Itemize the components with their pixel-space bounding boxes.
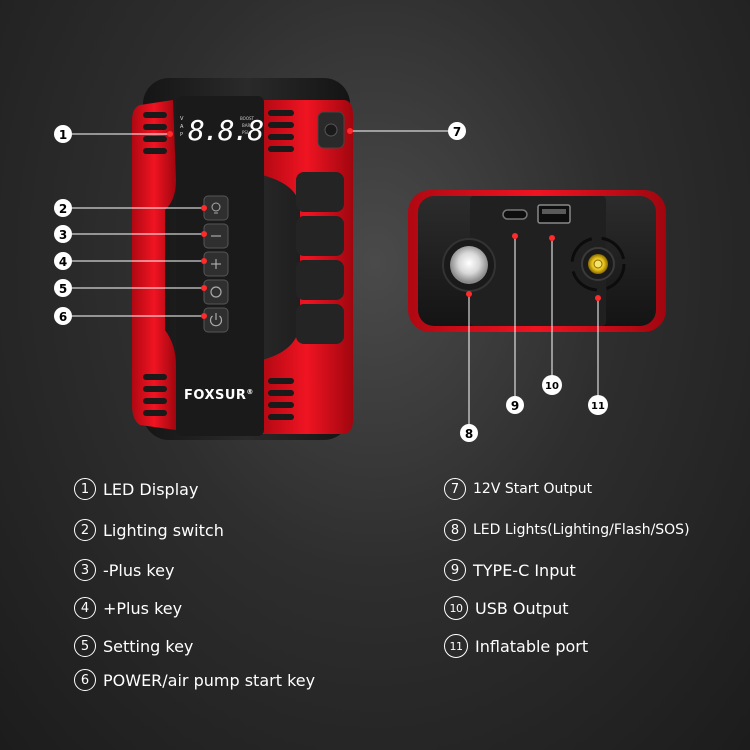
legend-item-11: 11 Inflatable port [444,632,588,660]
front-buttons [203,195,229,333]
legend-num: 3 [74,559,96,581]
legend-num: 9 [444,559,466,581]
legend-label: LED Display [103,479,199,499]
legend-num: 10 [444,596,468,620]
led-display: V A P 8.8.8 BOOST BAR PSI [180,114,265,147]
display-left-mark-1: V [180,116,184,122]
callout-2: 2 [54,199,72,217]
display-right-mark-1: BOOST [240,116,255,121]
callout-dots [167,128,601,319]
legend-label: TYPE-C Input [473,560,576,580]
svg-text:3: 3 [59,228,67,242]
legend-item-2: 2 Lighting switch [74,516,224,544]
setting-key-button[interactable] [203,279,229,305]
callout-11: 11 [588,395,608,415]
callout-badges: 1 2 3 4 5 6 7 8 9 10 11 [54,122,608,442]
legend-item-1: 1 LED Display [74,475,198,503]
svg-text:5: 5 [59,282,67,296]
legend-num: 2 [74,519,96,541]
callout-lines [72,130,599,424]
callout-4: 4 [54,252,72,270]
svg-text:11: 11 [591,401,605,412]
legend-item-3: 3 -Plus key [74,556,174,584]
legend-item-9: 9 TYPE-C Input [444,556,576,584]
legend-item-7: 7 12V Start Output [444,475,592,503]
legend-num: 7 [444,478,466,500]
legend-label: USB Output [475,598,569,618]
minus-key-button[interactable] [203,223,229,249]
callout-1: 1 [54,125,72,143]
svg-text:8: 8 [465,427,473,441]
legend-label: +Plus key [103,598,183,618]
legend-item-10: 10 USB Output [444,594,569,622]
legend-label: Inflatable port [475,636,589,656]
bulb-icon [211,202,221,212]
legend-num: 8 [444,519,466,541]
inflatable-port [570,236,626,292]
brand-logo: FOXSUR® [184,388,254,403]
callout-9: 9 [506,396,524,414]
legend-num: 4 [74,597,96,619]
legend-label: Lighting switch [103,520,224,540]
callout-5: 5 [54,279,72,297]
top-view-device [408,190,666,332]
left-red-bumper [132,100,176,430]
callout-10: 10 [542,375,562,395]
vents [143,110,294,420]
svg-text:1: 1 [59,128,67,142]
gear-icon [210,286,222,298]
power-icon [209,315,223,327]
legend-num: 6 [74,669,96,691]
display-left-mark-3: P [180,132,183,138]
legend-num: 1 [74,478,96,500]
power-key-button[interactable] [203,307,229,333]
callout-3: 3 [54,225,72,243]
callout-7: 7 [448,122,466,140]
legend-num: 5 [74,635,96,657]
plus-icon [211,259,221,269]
display-left-mark-2: A [180,124,184,130]
legend-label: -Plus key [103,560,175,580]
lighting-switch-button[interactable] [203,195,229,221]
svg-text:2: 2 [59,202,67,216]
legend-label: 12V Start Output [473,481,593,497]
svg-text:10: 10 [545,381,559,392]
display-right-mark-2: BAR [242,123,250,128]
callout-8: 8 [460,424,478,442]
legend-item-8: 8 LED Lights(Lighting/Flash/SOS) [444,516,690,544]
svg-text:6: 6 [59,310,67,324]
type-c-port [502,209,528,220]
svg-text:7: 7 [453,125,461,139]
legend-label: LED Lights(Lighting/Flash/SOS) [473,522,690,538]
front-device: V A P 8.8.8 BOOST BAR PSI [132,78,353,440]
grip-pads [296,172,344,344]
legend-label: Setting key [103,636,194,656]
top-face [470,196,606,326]
svg-text:4: 4 [59,255,67,269]
legend-item-6: 6 POWER/air pump start key [74,666,315,694]
legend-label: POWER/air pump start key [103,670,316,690]
legend-num: 11 [444,634,468,658]
legend-item-5: 5 Setting key [74,632,193,660]
plus-key-button[interactable] [203,251,229,277]
legend-item-4: 4 +Plus key [74,594,182,622]
callout-6: 6 [54,307,72,325]
display-right-mark-3: PSI [242,130,248,135]
led-light-lens [450,246,488,284]
svg-text:9: 9 [511,399,519,413]
display-digits: 8.8.8 [188,114,263,147]
